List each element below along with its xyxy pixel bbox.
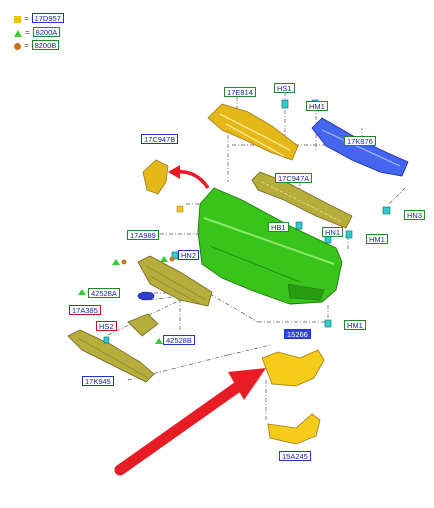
reinforcement-bar-part: [311, 117, 409, 177]
label-17a385[interactable]: 17A385: [69, 305, 101, 315]
square-marker-icon: [14, 15, 21, 23]
upper-grille-part: [137, 255, 213, 307]
trim-piece-part: [127, 313, 159, 337]
circle-marker-icon: [169, 256, 175, 262]
fastener-hn3-icon: [382, 206, 391, 215]
legend-item-circle: = 8200B: [14, 40, 60, 50]
fastener-hm1-low-icon: [324, 319, 332, 328]
triangle-marker-icon: [112, 259, 120, 265]
triangle-marker-icon: [160, 256, 168, 262]
label-hs2[interactable]: HS2: [96, 321, 117, 331]
label-15266-selected[interactable]: 15266: [284, 329, 311, 339]
circle-marker-icon: [14, 42, 21, 50]
label-42528a[interactable]: 42528A: [88, 288, 120, 298]
label-hs1[interactable]: HS1: [274, 83, 295, 93]
label-hm1-low[interactable]: HM1: [344, 320, 366, 330]
label-17k945[interactable]: 17K945: [82, 376, 114, 386]
label-42528b[interactable]: 42528B: [163, 335, 195, 345]
label-hm1-top[interactable]: HM1: [306, 101, 328, 111]
part-15a245-shape: [267, 413, 321, 445]
label-17k876[interactable]: 17K876: [344, 136, 376, 146]
square-marker-icon: [176, 205, 184, 213]
legend-code-8200b[interactable]: 8200B: [31, 40, 60, 50]
legend-code-17d957[interactable]: 17D957: [31, 13, 64, 23]
circle-marker-icon: [121, 259, 127, 265]
label-hn1[interactable]: HN1: [322, 227, 344, 237]
fastener-hb1-icon: [295, 221, 303, 230]
label-17e814[interactable]: 17E814: [224, 87, 256, 97]
triangle-marker-icon: [78, 289, 86, 295]
label-17c947a[interactable]: 17C947A: [275, 173, 313, 183]
emblem-part: [137, 291, 155, 301]
label-15a245[interactable]: 15A245: [279, 451, 311, 461]
triangle-marker-icon: [14, 29, 22, 37]
legend-item-triangle: = 8200A: [14, 27, 61, 37]
label-17a989[interactable]: 17A989: [127, 230, 159, 240]
fastener-hs1-icon: [281, 99, 289, 109]
legend-item-square: = 17D957: [14, 13, 64, 23]
lower-grille-part: [67, 329, 155, 383]
label-hb1[interactable]: HB1: [268, 222, 289, 232]
fastener-hm1-mid-icon: [345, 230, 353, 239]
legend-code-8200a[interactable]: 8200A: [32, 27, 61, 37]
red-curve-arrow-icon: [168, 165, 210, 190]
large-red-callout-arrow-icon: [114, 368, 266, 476]
label-hn3[interactable]: HN3: [404, 210, 426, 220]
label-hm1-mid[interactable]: HM1: [366, 234, 388, 244]
bumper-cover-part: [197, 187, 343, 305]
fastener-hs2-icon: [103, 336, 110, 344]
part-15266-shape: [261, 349, 325, 387]
label-hn2[interactable]: HN2: [178, 250, 200, 260]
left-bracket-part: [142, 159, 169, 195]
upper-reinforcement-part: [207, 103, 299, 161]
triangle-marker-icon: [155, 338, 163, 344]
label-17c947b[interactable]: 17C947B: [141, 134, 179, 144]
